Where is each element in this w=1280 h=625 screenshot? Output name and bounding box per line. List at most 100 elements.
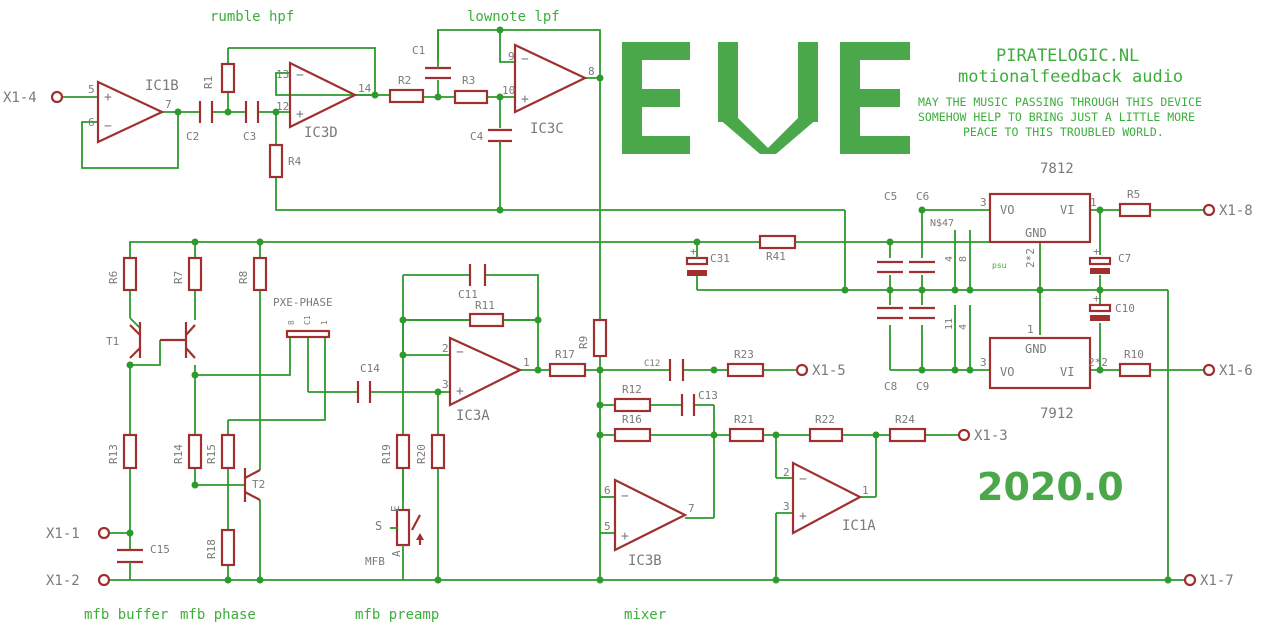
svg-text:−: − [456, 345, 464, 360]
connectors: X1-4 X1-1 X1-2 X1-5 X1-3 X1-7 X1-8 X1-6 [3, 90, 1253, 589]
svg-text:−: − [621, 489, 629, 504]
opamp-ic3a [448, 336, 523, 407]
resistor-r14 [187, 433, 203, 470]
x1-5-terminal [795, 363, 809, 377]
label-x1-6: X1-6 [1219, 363, 1253, 379]
svg-text:1: 1 [862, 484, 869, 497]
svg-text:C3: C3 [243, 130, 256, 143]
motto-line-2: SOMEHOW HELP TO BRING JUST A LITTLE MORE [918, 110, 1195, 124]
x1-4-terminal [50, 90, 64, 104]
eve-logo [622, 42, 910, 154]
label-ic3a: IC3A [456, 408, 490, 424]
x1-3-terminal [957, 428, 971, 442]
regulator-7812: VO VI GND 7812 3 1 2*2 [980, 161, 1097, 268]
resistor-r9 [592, 318, 608, 358]
svg-text:R41: R41 [766, 250, 786, 263]
label-ic3c: IC3C [530, 121, 564, 137]
label-x1-1: X1-1 [46, 526, 80, 542]
x1-1-terminal [97, 526, 111, 540]
capacitor-c7 [1088, 256, 1112, 266]
svg-text:11: 11 [944, 318, 955, 330]
svg-text:T1: T1 [106, 335, 119, 348]
svg-text:5: 5 [604, 520, 611, 533]
svg-text:VO: VO [1000, 365, 1014, 379]
svg-text:C4: C4 [470, 130, 484, 143]
svg-text:+: + [456, 384, 464, 399]
label-x1-7: X1-7 [1200, 573, 1234, 589]
svg-text:+: + [1093, 245, 1100, 258]
svg-text:C15: C15 [150, 543, 170, 556]
svg-text:T2: T2 [252, 478, 265, 491]
opamp-ic3b [613, 478, 688, 552]
svg-text:10: 10 [502, 84, 515, 97]
svg-text:C1: C1 [303, 315, 312, 325]
capacitor-labels: C1 C2 C3 C4 C5 C6 C7 C8 C9 C10 C11 C12 C… [150, 44, 1135, 556]
resistor-r23 [726, 362, 765, 378]
svg-text:+: + [799, 509, 807, 524]
resistor-r21 [728, 427, 765, 443]
svg-text:R2: R2 [398, 74, 411, 87]
svg-text:R4: R4 [288, 155, 302, 168]
label-ic3b: IC3B [628, 553, 662, 569]
section-mfb-buffer: mfb buffer [84, 607, 168, 623]
svg-text:4: 4 [944, 256, 955, 262]
svg-text:R22: R22 [815, 413, 835, 426]
svg-text:14: 14 [358, 82, 372, 95]
label-ic3d: IC3D [304, 125, 338, 141]
label-x1-3: X1-3 [974, 428, 1008, 444]
svg-text:2: 2 [783, 466, 790, 479]
svg-text:R12: R12 [622, 383, 642, 396]
svg-text:psu: psu [992, 261, 1007, 270]
resistor-r24 [888, 427, 927, 443]
svg-text:2*2: 2*2 [1088, 356, 1108, 369]
svg-text:R14: R14 [172, 444, 185, 464]
svg-text:E: E [389, 505, 402, 512]
resistor-r13 [122, 433, 138, 470]
svg-text:R6: R6 [107, 271, 120, 284]
svg-text:+: + [296, 107, 304, 122]
version-label: 2020.0 [977, 465, 1124, 509]
svg-text:7: 7 [165, 98, 172, 111]
resistor-r20 [430, 433, 446, 470]
svg-text:3: 3 [442, 378, 449, 391]
svg-text:1: 1 [320, 320, 329, 325]
svg-text:1: 1 [1027, 323, 1034, 336]
resistor-r4 [268, 143, 284, 179]
psu-pin-labels: 4 8 11 4 [944, 256, 969, 330]
svg-text:−: − [296, 68, 304, 83]
resistor-r6 [122, 256, 138, 292]
svg-text:R18: R18 [205, 539, 218, 559]
svg-text:GND: GND [1025, 226, 1047, 240]
x1-7-terminal [1183, 573, 1197, 587]
resistor-r16 [613, 427, 652, 443]
capacitors [117, 66, 935, 564]
opamp-ic1a [791, 461, 863, 535]
svg-text:R13: R13 [107, 444, 120, 464]
svg-text:6: 6 [604, 484, 611, 497]
motto-line-1: MAY THE MUSIC PASSING THROUGH THIS DEVIC… [918, 95, 1202, 109]
svg-text:C12: C12 [644, 359, 660, 369]
svg-text:6: 6 [88, 116, 95, 129]
x1-8-terminal [1202, 203, 1216, 217]
svg-text:−: − [104, 119, 112, 134]
svg-text:R19: R19 [380, 444, 393, 464]
opamp-ic3d [288, 61, 358, 129]
section-rumble-hpf: rumble hpf [210, 9, 294, 25]
svg-text:C13: C13 [698, 389, 718, 402]
svg-text:C9: C9 [916, 380, 929, 393]
section-mfb-preamp: mfb preamp [355, 607, 439, 623]
resistor-r15 [220, 433, 236, 470]
x1-6-terminal [1202, 363, 1216, 377]
svg-text:C11: C11 [458, 288, 478, 301]
svg-text:2: 2 [442, 342, 449, 355]
svg-text:C2: C2 [186, 130, 199, 143]
resistor-r17 [548, 362, 587, 378]
svg-text:R10: R10 [1124, 348, 1144, 361]
svg-text:12: 12 [276, 100, 289, 113]
svg-text:C7: C7 [1118, 252, 1131, 265]
svg-text:5: 5 [88, 83, 95, 96]
svg-text:R7: R7 [172, 271, 185, 284]
svg-text:7: 7 [688, 502, 695, 515]
resistor-r19 [395, 433, 411, 470]
